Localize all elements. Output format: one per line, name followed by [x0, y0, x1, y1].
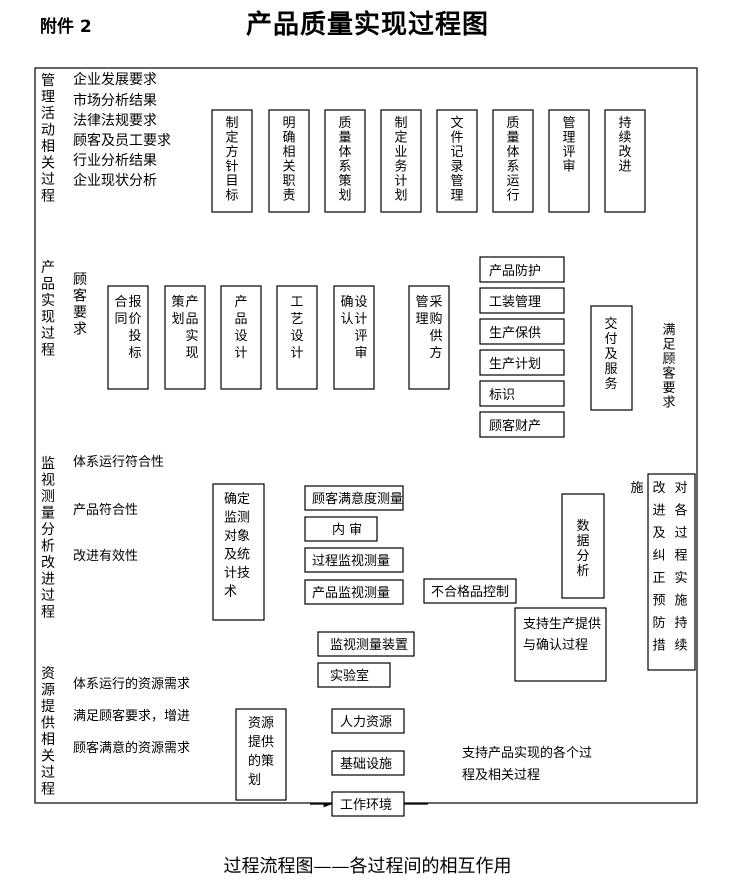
monitoring-item-box	[304, 516, 378, 542]
management-step-box	[380, 109, 422, 213]
determine-monitoring-box	[212, 483, 265, 621]
resource-input-label: 体系运行的资源需求	[73, 676, 190, 692]
product-step-box	[220, 285, 262, 390]
resource-plan-box	[235, 708, 287, 801]
parallel-process-label: 顾客财产	[489, 418, 541, 434]
parallel-process-box	[479, 256, 565, 283]
resource-item-label: 人力资源	[340, 715, 392, 730]
management-input-label: 法律法规要求	[73, 113, 157, 129]
management-step-label: 质量体系运行	[506, 116, 519, 204]
measuring-device-label: 监视测量装置	[330, 638, 408, 653]
management-input-label: 企业现状分析	[73, 172, 157, 189]
resource-item-box	[331, 750, 405, 776]
management-step-box	[604, 109, 646, 213]
product-step-label: 采购供方管理	[415, 295, 442, 361]
monitoring-item-label: 过程监视测量	[312, 554, 390, 569]
determine-monitoring-label: 确定监测对象及统计技术	[224, 492, 250, 600]
management-step-box	[211, 109, 253, 213]
management-step-label: 明确相关职责	[282, 116, 295, 204]
monitoring-item-box	[304, 485, 404, 511]
management-input-label: 行业分析结果	[73, 153, 157, 169]
resource-input-label: 顾客满意的资源需求	[73, 740, 190, 756]
product-step-label: 设计评审确认	[340, 295, 367, 361]
monitoring-item-label: 内 审	[332, 522, 362, 538]
resource-output-label: 程及相关过程	[462, 768, 540, 783]
improvement-box	[647, 473, 696, 671]
management-input-label: 市场分析结果	[73, 92, 157, 109]
improvement-label: 对各过程实施持续改进及纠正预防措施	[630, 481, 687, 654]
resource-item-label: 工作环境	[340, 798, 392, 813]
management-step-label: 管理评审	[562, 116, 575, 175]
parallel-process-box	[479, 287, 565, 314]
management-step-label: 持续改进	[618, 116, 631, 175]
lane-label-product: 产品实现过程	[41, 260, 55, 359]
lane-label-management: 管理活动相关过程	[41, 73, 55, 205]
product-step-box	[107, 285, 149, 390]
lane-label-monitoring: 监视测量分析改进过程	[41, 456, 55, 621]
management-step-box	[268, 109, 310, 213]
management-input-label: 顾客及员工要求	[73, 132, 171, 149]
monitoring-item-label: 顾客满意度测量	[312, 491, 403, 507]
measuring-device-box	[317, 631, 415, 657]
product-step-box	[276, 285, 318, 390]
monitoring-item-label: 产品监视测量	[312, 586, 390, 601]
parallel-process-box	[479, 411, 565, 438]
nonconforming-control-box	[423, 578, 517, 604]
monitoring-item-box	[304, 579, 404, 605]
resource-plan-label: 资源提供的策划	[248, 716, 274, 788]
parallel-process-box	[479, 349, 565, 376]
nonconforming-control-label: 不合格品控制	[431, 584, 509, 600]
parallel-process-box	[479, 318, 565, 345]
management-input-label: 企业发展要求	[73, 71, 157, 88]
support-production-label: 支持生产提供与确认过程	[523, 616, 601, 653]
management-step-label: 文件记录管理	[450, 116, 463, 204]
data-analysis-label: 数据分析	[576, 519, 589, 579]
parallel-process-label: 生产计划	[489, 357, 541, 372]
laboratory-label: 实验室	[330, 668, 369, 684]
parallel-process-label: 标识	[489, 388, 515, 403]
parallel-process-box	[479, 380, 565, 407]
parallel-process-label: 工装管理	[489, 295, 541, 310]
data-analysis-box	[561, 493, 605, 599]
monitoring-input-label: 体系运行符合性	[73, 454, 164, 470]
parallel-process-label: 生产保供	[489, 326, 541, 341]
customer-satisfaction-label: 满足顾客要求	[662, 323, 675, 411]
management-step-box	[548, 109, 590, 213]
page-title: 产品质量实现过程图	[245, 10, 489, 40]
product-step-label: 产品设计	[234, 295, 247, 361]
management-step-box	[436, 109, 478, 213]
parallel-process-label: 产品防护	[489, 263, 541, 279]
resource-item-box	[331, 791, 405, 817]
product-step-label: 产品实现策划	[171, 294, 198, 361]
delivery-service-label: 交付及服务	[604, 316, 617, 392]
product-step-box	[333, 285, 375, 390]
attachment-label: 附件 2	[40, 17, 92, 37]
product-step-label: 工艺设计	[290, 295, 303, 361]
support-production-box	[514, 607, 607, 682]
monitoring-input-label: 产品符合性	[73, 502, 138, 518]
resource-output-label: 支持产品实现的各个过	[462, 745, 592, 761]
diagram-caption: 过程流程图——各过程间的相互作用	[223, 856, 512, 877]
resource-input-label: 满足顾客要求，增进	[73, 708, 190, 724]
resource-item-box	[331, 708, 405, 734]
monitoring-input-label: 改进有效性	[73, 549, 138, 564]
resource-item-label: 基础设施	[340, 757, 392, 772]
customer-requirement-label: 顾客要求	[73, 272, 87, 338]
monitoring-item-box	[304, 547, 404, 573]
lane-label-resource: 资源提供相关过程	[41, 666, 55, 798]
management-step-label: 制定业务计划	[394, 116, 407, 204]
laboratory-box	[317, 662, 391, 688]
management-step-label: 质量体系策划	[338, 116, 351, 204]
management-step-label: 制定方针目标	[225, 116, 238, 204]
management-step-box	[492, 109, 534, 213]
product-step-box	[164, 285, 206, 390]
delivery-service-box	[590, 305, 633, 411]
product-step-label: 报价投标合同	[114, 295, 141, 361]
product-step-box	[408, 285, 450, 390]
management-step-box	[324, 109, 366, 213]
